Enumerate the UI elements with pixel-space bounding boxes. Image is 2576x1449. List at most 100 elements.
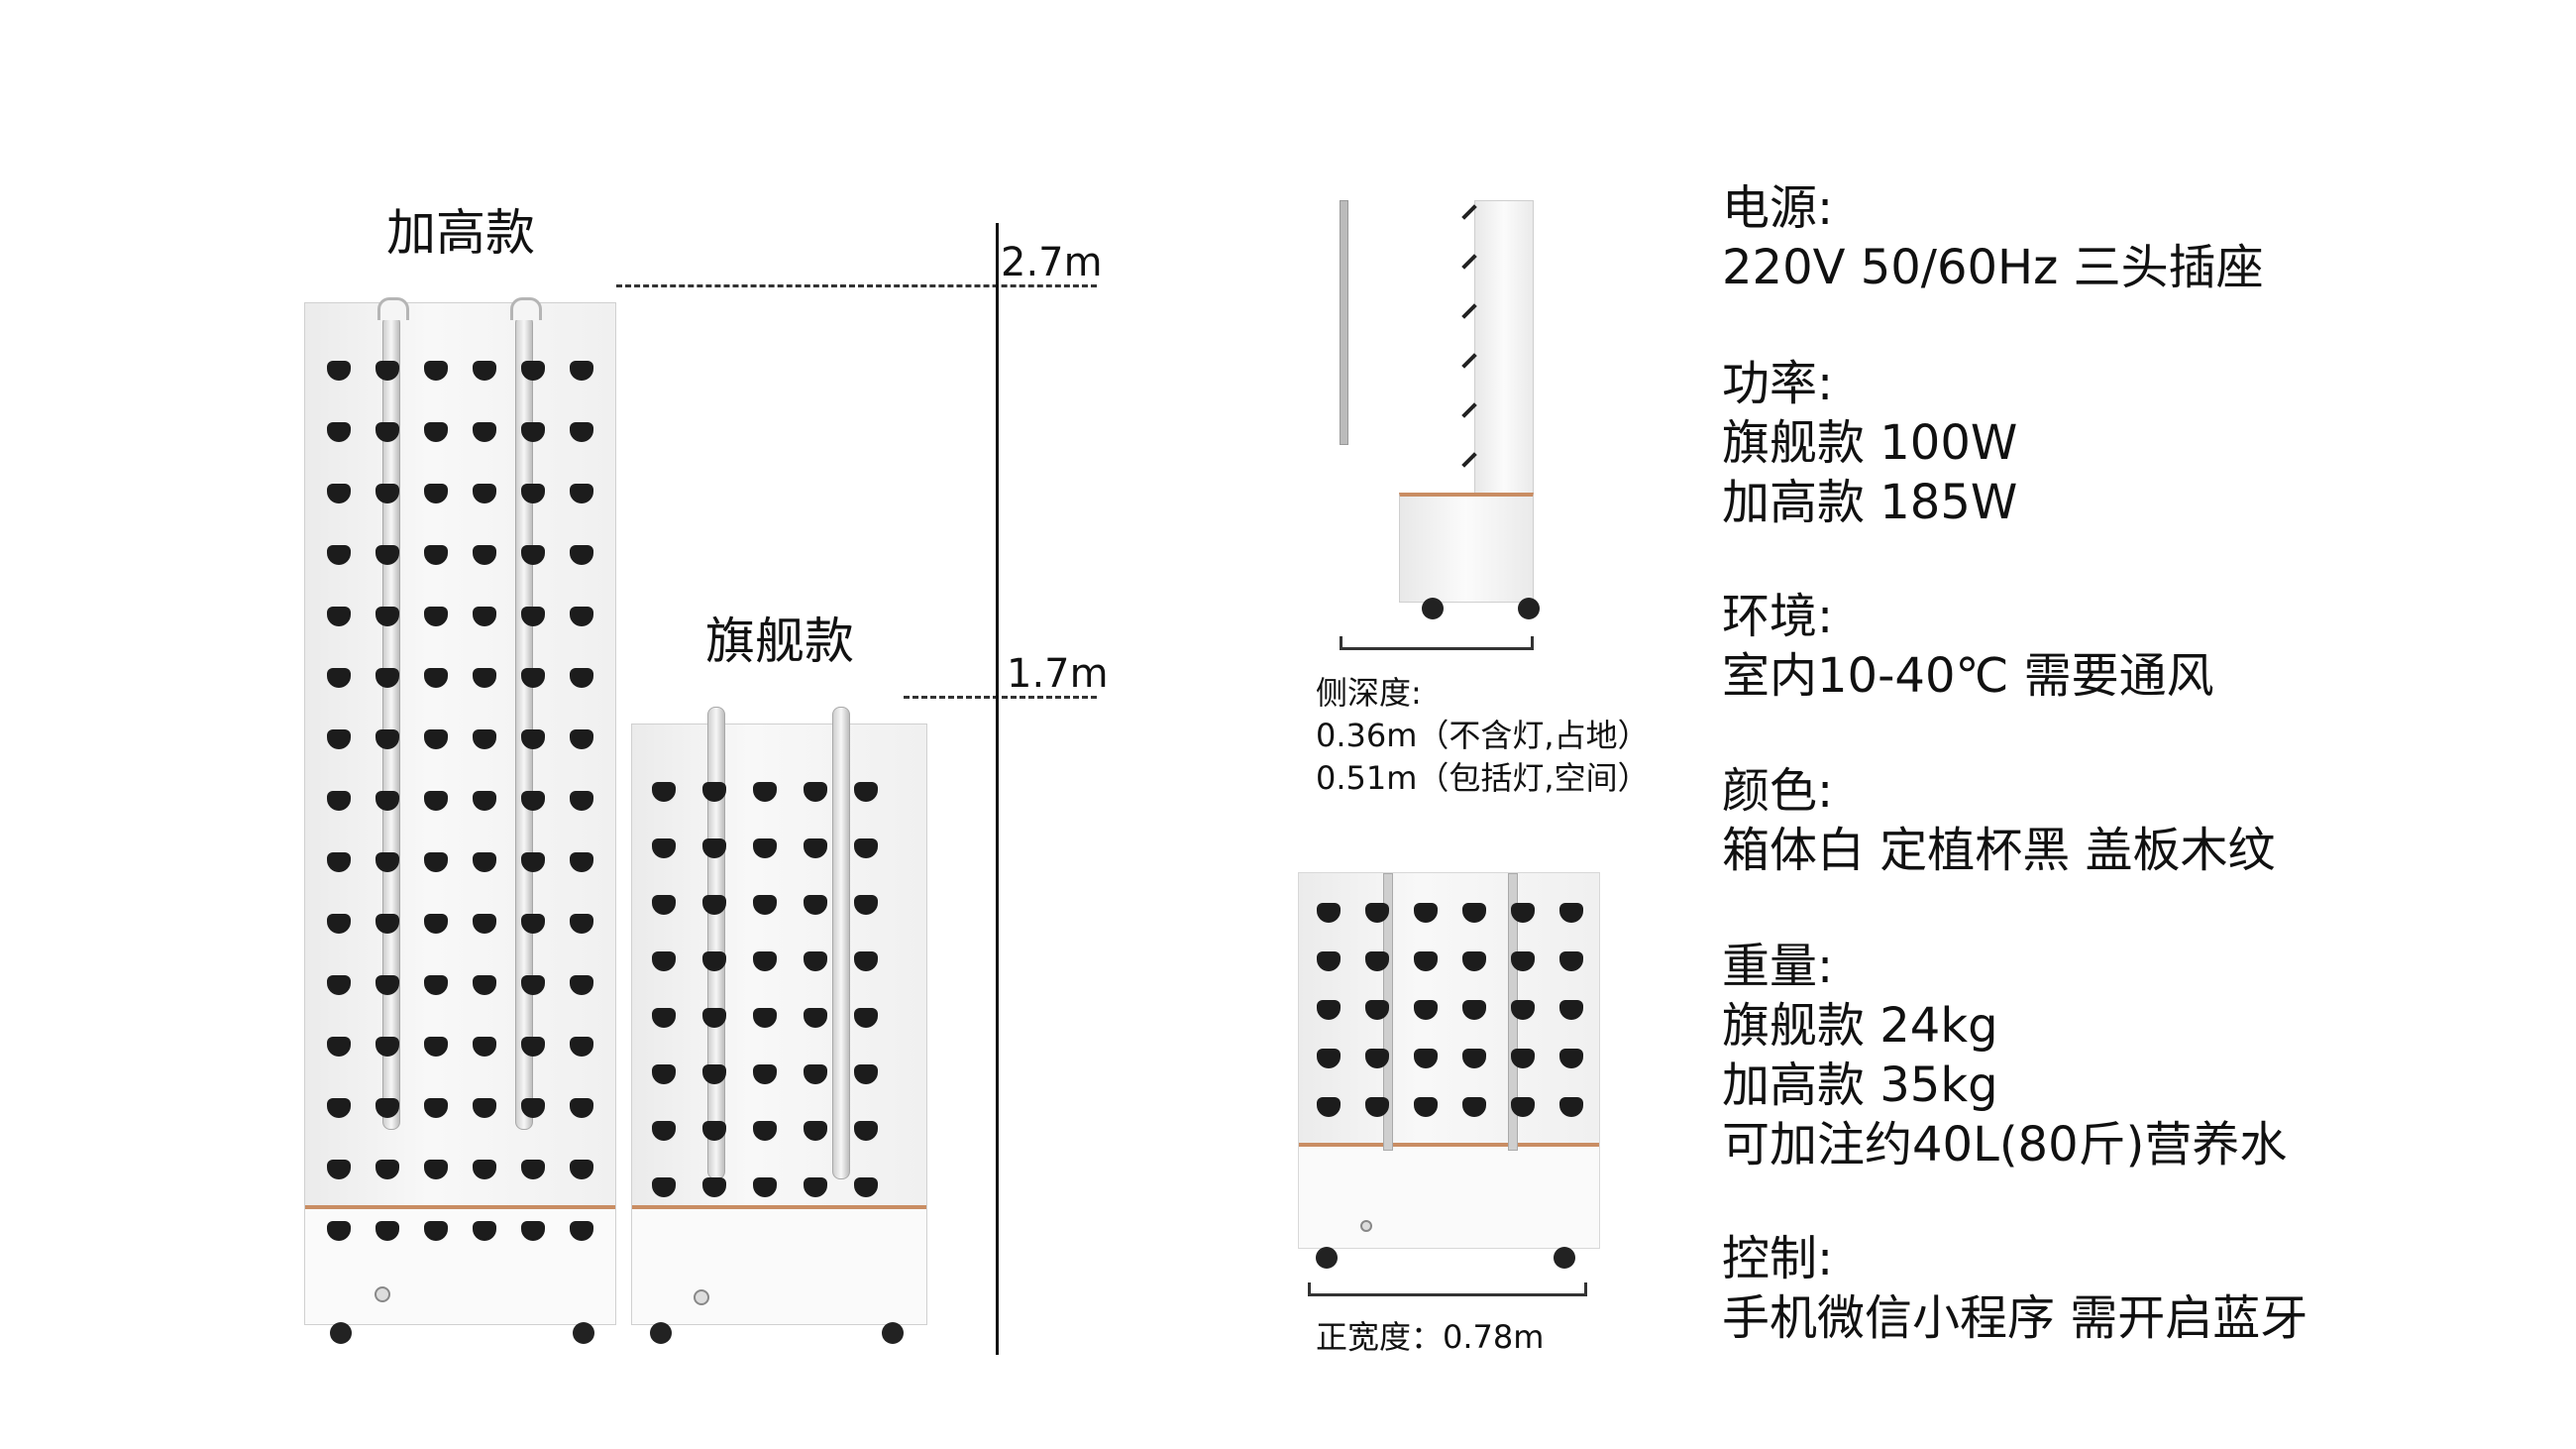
side-view-wheel-right (1518, 598, 1540, 619)
planting-cup (1317, 951, 1341, 971)
spec-environment-value: 室内10-40℃ 需要通风 (1722, 648, 2214, 704)
planting-cup (327, 1098, 351, 1118)
planting-cup (1365, 1000, 1389, 1020)
planting-cup (570, 545, 593, 565)
planting-cup (1317, 1000, 1341, 1020)
planting-cup (854, 782, 878, 802)
flagship-cabinet-light-pole-right (832, 707, 850, 1179)
planting-cup (327, 361, 351, 381)
planting-cup (1511, 1097, 1535, 1117)
spec-color-title: 颜色: (1722, 763, 1834, 819)
side-depth-bracket (1340, 636, 1534, 650)
planting-cup (521, 1037, 545, 1057)
tall-cabinet-power-knob (375, 1286, 390, 1302)
planting-cup (473, 914, 496, 934)
flagship-cabinet-face (632, 724, 926, 1205)
planting-cup (327, 852, 351, 872)
planting-cup (702, 1177, 726, 1197)
planting-cup (1365, 1097, 1389, 1117)
planting-cup (521, 791, 545, 811)
planting-cup (327, 1160, 351, 1179)
planting-cup (1317, 903, 1341, 923)
planting-cup (753, 838, 777, 858)
spec-power-supply: 电源: 220V 50/60Hz 三头插座 (1722, 178, 2264, 297)
planting-cup (424, 729, 448, 749)
tall-cabinet-hook-right (510, 297, 542, 320)
planting-cup (424, 545, 448, 565)
planting-cup (424, 914, 448, 934)
planting-cup (570, 361, 593, 381)
planting-cup (521, 975, 545, 995)
spec-color-value: 箱体白 定植杯黑 盖板木纹 (1722, 823, 2276, 878)
planting-cup (327, 729, 351, 749)
planting-cup (376, 668, 399, 688)
planting-cup (570, 729, 593, 749)
planting-cup (376, 361, 399, 381)
front-view-power-knob (1360, 1220, 1372, 1232)
planting-cup (570, 484, 593, 503)
planting-cup (424, 1098, 448, 1118)
planting-cup (1414, 903, 1438, 923)
spec-environment-title: 环境: (1722, 589, 1834, 644)
planting-cup (1511, 1049, 1535, 1068)
spec-weight-water: 可加注约40L(80斤)营养水 (1722, 1117, 2288, 1172)
planting-cup (702, 1121, 726, 1141)
planting-cup (424, 484, 448, 503)
planting-cup (1462, 951, 1486, 971)
tall-height-label: 2.7m (1001, 240, 1103, 285)
planting-cup (376, 791, 399, 811)
planting-cup (376, 1221, 399, 1241)
planting-cup (652, 838, 676, 858)
planting-cup (753, 1177, 777, 1197)
spec-weight-tall: 加高款 35kg (1722, 1058, 1998, 1113)
spec-color: 颜色: 箱体白 定植杯黑 盖板木纹 (1722, 761, 2276, 880)
planting-cup (521, 1098, 545, 1118)
flagship-cabinet-wheel-left (650, 1322, 672, 1344)
planting-cup (702, 1064, 726, 1084)
planting-cup (521, 607, 545, 626)
planting-cup (424, 791, 448, 811)
planting-cup (570, 607, 593, 626)
planting-cup (652, 1008, 676, 1028)
spec-environment: 环境: 室内10-40℃ 需要通风 (1722, 587, 2214, 706)
planting-cup (473, 668, 496, 688)
planting-cup (1462, 903, 1486, 923)
side-depth-text: 侧深度: 0.36m（不含灯,占地） 0.51m（包括灯,空间） (1316, 672, 1650, 801)
spec-weight: 重量: 旗舰款 24kg 加高款 35kg 可加注约40L(80斤)营养水 (1722, 937, 2287, 1174)
planting-cup (1559, 903, 1583, 923)
flagship-height-label: 1.7m (1007, 651, 1109, 697)
planting-cup (753, 1064, 777, 1084)
planting-cup (702, 782, 726, 802)
planting-cup (327, 484, 351, 503)
planting-cup (327, 1221, 351, 1241)
planting-cup (424, 1037, 448, 1057)
planting-cup (854, 1177, 878, 1197)
planting-cup (521, 361, 545, 381)
planting-cup (473, 607, 496, 626)
planting-cup (804, 1064, 827, 1084)
planting-cup (854, 838, 878, 858)
flagship-cabinet-light-pole-left (707, 707, 725, 1179)
planting-cup (652, 895, 676, 915)
tall-height-guide (616, 284, 1097, 287)
side-depth-line1: 0.36m（不含灯,占地） (1316, 717, 1650, 755)
planting-cup (854, 1064, 878, 1084)
planting-cup (521, 668, 545, 688)
planting-cup (753, 1121, 777, 1141)
planting-cup (804, 1177, 827, 1197)
front-width-bracket (1308, 1282, 1587, 1296)
planting-cup (376, 1037, 399, 1057)
planting-cup (1511, 951, 1535, 971)
planting-cup (753, 951, 777, 971)
side-depth-line2: 0.51m（包括灯,空间） (1316, 759, 1650, 798)
spec-power-supply-value: 220V 50/60Hz 三头插座 (1722, 240, 2264, 295)
planting-cup (473, 975, 496, 995)
side-view-base (1399, 493, 1534, 603)
planting-cup (1462, 1097, 1486, 1117)
flagship-height-guide (904, 696, 1097, 699)
planting-cup (854, 1121, 878, 1141)
planting-cup (327, 422, 351, 442)
planting-cup (473, 791, 496, 811)
planting-cup (1365, 951, 1389, 971)
planting-cup (1317, 1049, 1341, 1068)
